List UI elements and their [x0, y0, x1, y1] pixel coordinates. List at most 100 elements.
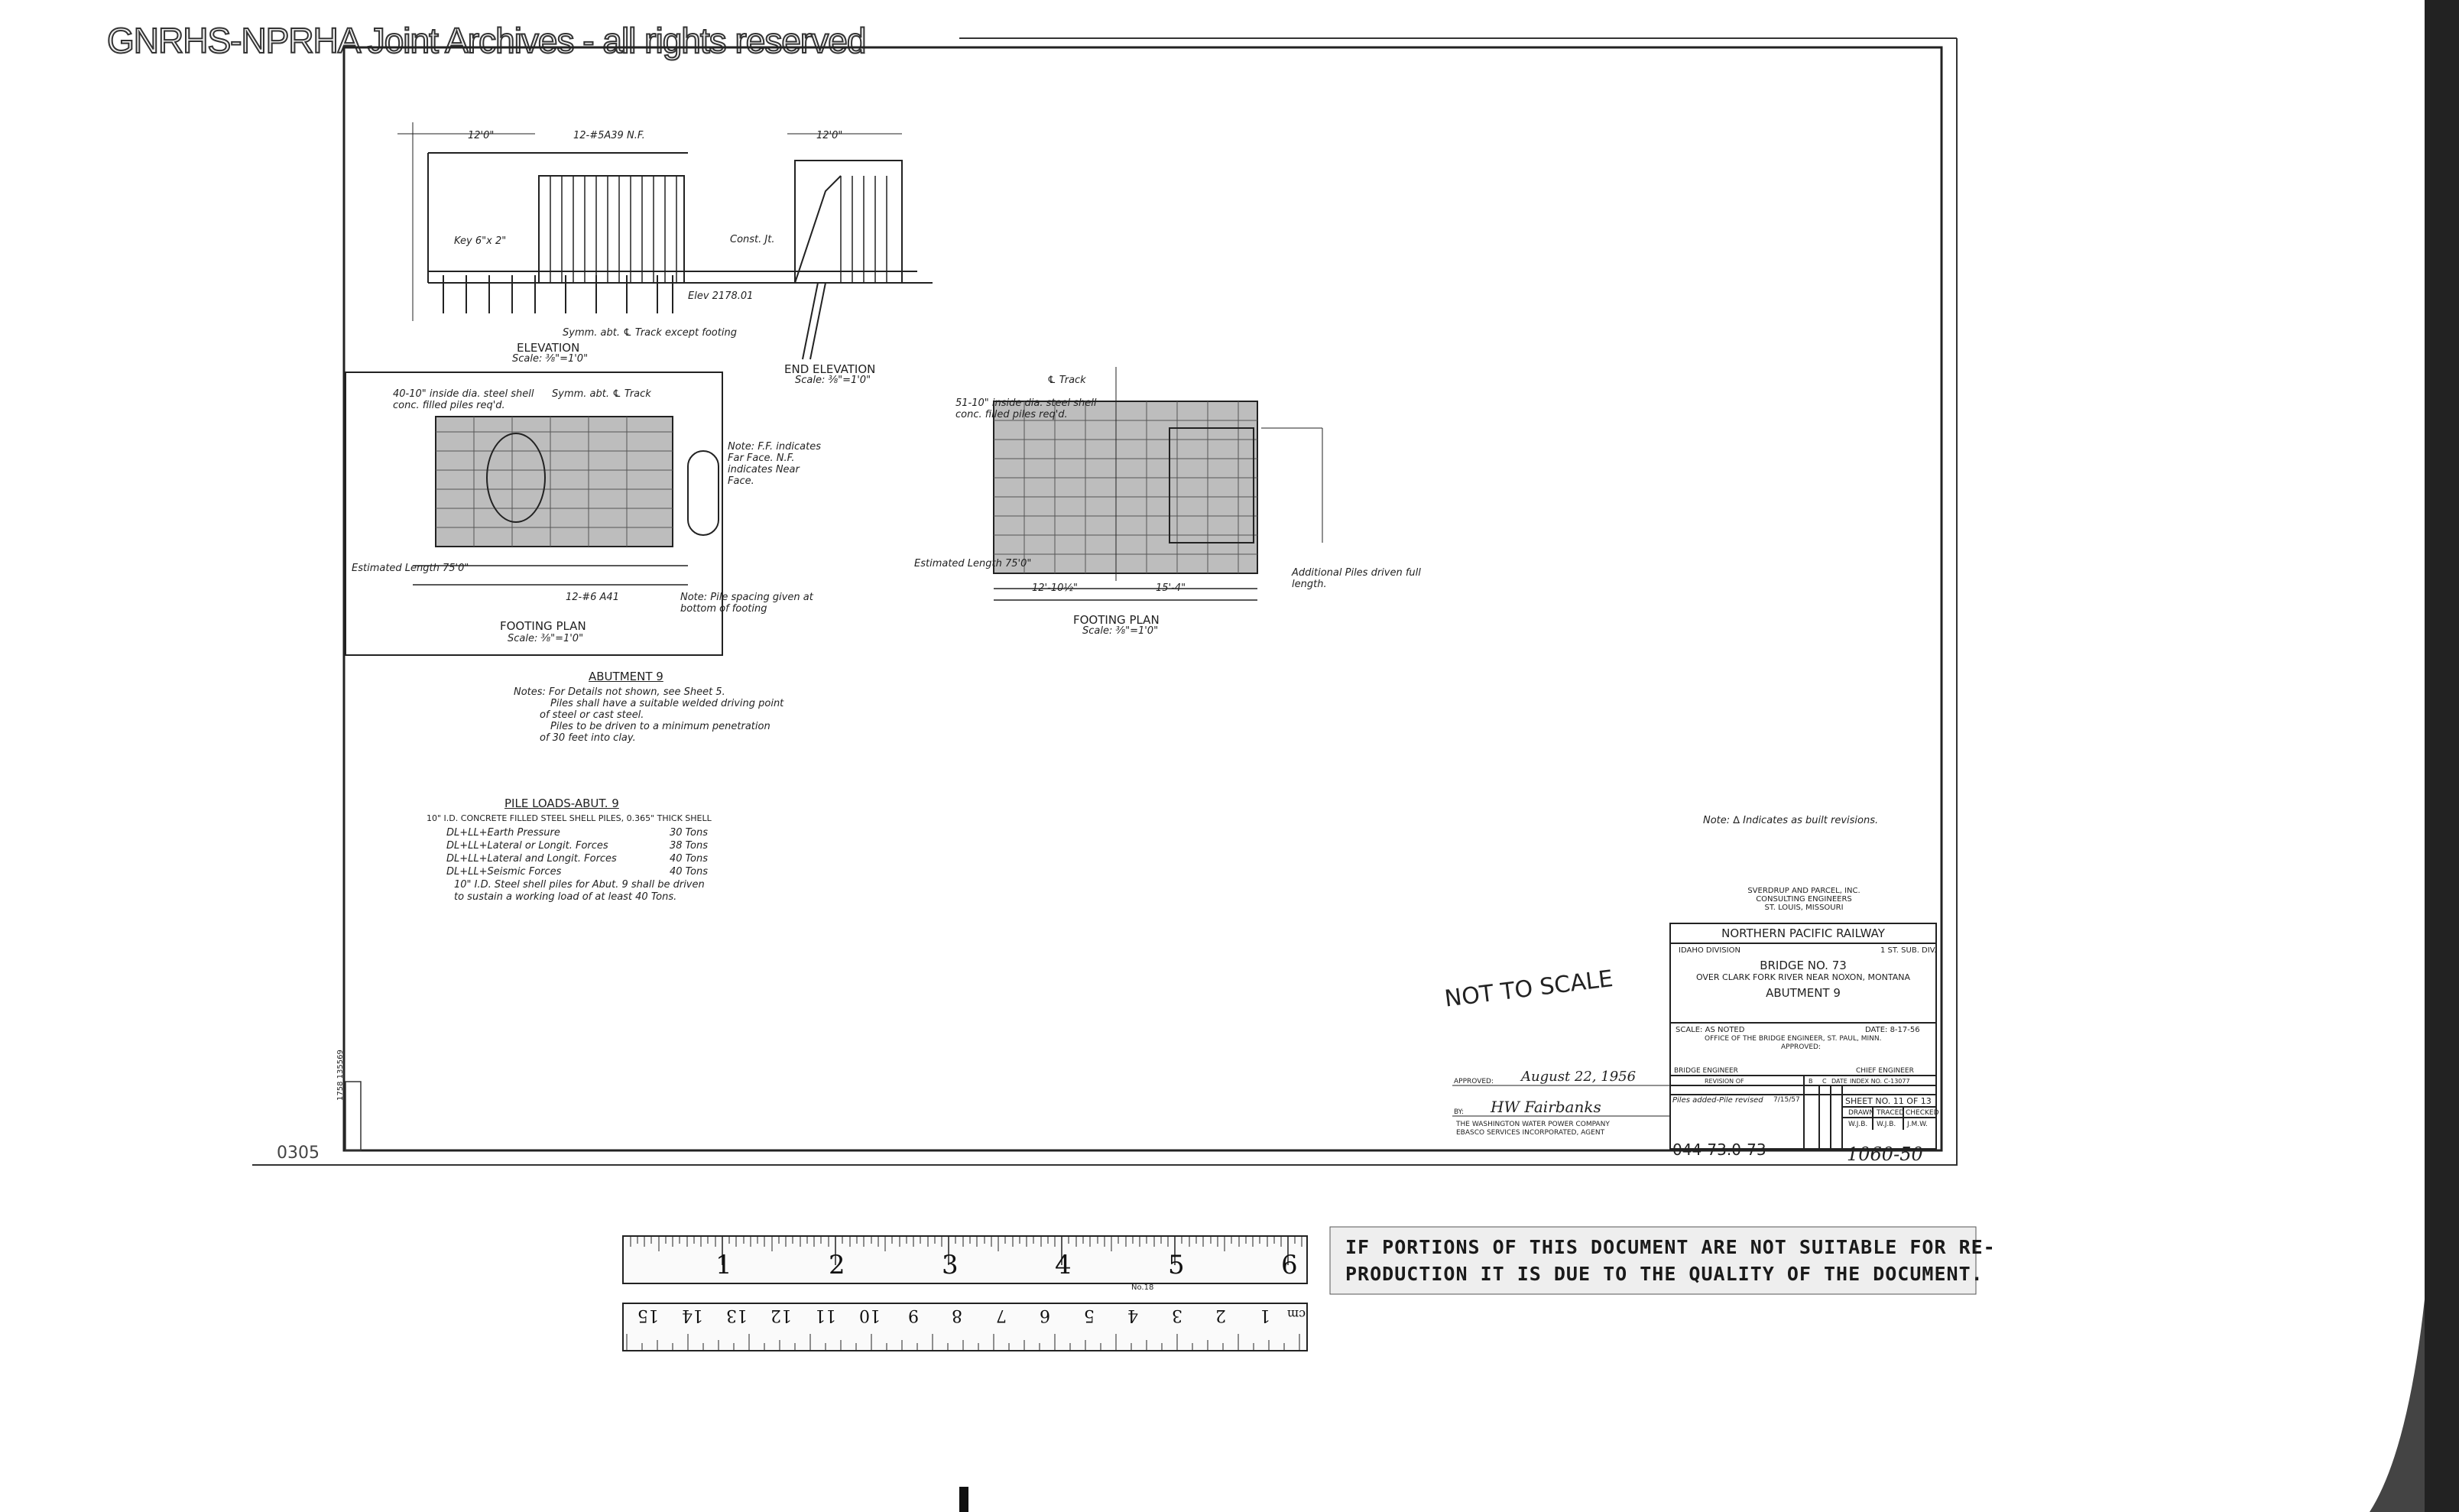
- dim-15-4: 15'-4": [1156, 582, 1186, 594]
- revision-date: 7/15/57: [1773, 1096, 1800, 1104]
- pile-load-case: DL+LL+Lateral or Longit. Forces: [446, 840, 608, 852]
- drawing-number: 044-73.0-73: [1672, 1140, 1766, 1159]
- traced-by: W.J.B.: [1877, 1121, 1896, 1128]
- footing-plan-left-scale: Scale: ⅜"=1'0": [508, 633, 584, 644]
- elev-label: Elev 2178.01: [688, 290, 754, 302]
- ruler-model: No.18: [1131, 1283, 1154, 1292]
- pile-load-value: 30 Tons: [670, 827, 708, 839]
- elevation-scale: Scale: ⅜"=1'0": [512, 353, 589, 365]
- revision-of-label: REVISION OF: [1705, 1078, 1744, 1085]
- scale-note: SCALE: AS NOTED: [1676, 1026, 1745, 1034]
- track-label: ℄ Track: [1047, 375, 1086, 386]
- end-elevation-title: END ELEVATION: [784, 362, 876, 376]
- drawn-label: DRAWN: [1848, 1109, 1875, 1117]
- margin-code: 0305: [277, 1144, 320, 1163]
- ruler-cm-mark: 10: [859, 1306, 881, 1325]
- quality-stamp-line: PRODUCTION IT IS DUE TO THE QUALITY OF T…: [1345, 1263, 1984, 1285]
- abutment-note-line: Piles shall have a suitable welded drivi…: [550, 698, 784, 709]
- column-c: C: [1822, 1078, 1827, 1085]
- signature: HW Fairbanks: [1491, 1098, 1601, 1116]
- ruler-cm-mark: 12: [770, 1306, 792, 1325]
- abutment-note-line: of steel or cast steel.: [540, 709, 644, 721]
- estimated-length-left: Estimated Length 75'0": [352, 563, 469, 574]
- ruler-cm-mark: 5: [1084, 1306, 1095, 1325]
- column-date: DATE: [1831, 1078, 1847, 1085]
- approval-label: APPROVED:: [1454, 1078, 1494, 1085]
- ruler-cm-mark: 2: [1215, 1306, 1226, 1325]
- ruler-cm-mark: 11: [815, 1306, 836, 1325]
- ruler-cm-mark: 13: [726, 1306, 748, 1325]
- ruler-cm-mark: 3: [1172, 1306, 1182, 1325]
- company-line: THE WASHINGTON WATER POWER COMPANY: [1456, 1121, 1610, 1128]
- key-label: Key 6"x 2": [454, 235, 507, 247]
- footing-plan-left: [345, 372, 723, 656]
- estimated-length-right: Estimated Length 75'0": [914, 558, 1032, 569]
- by-label: BY:: [1454, 1108, 1465, 1116]
- structure-name: ABUTMENT 9: [1766, 986, 1841, 1000]
- footing-plan-left-title: FOOTING PLAN: [500, 619, 586, 633]
- footing-plan-right-scale: Scale: ⅜"=1'0": [1082, 625, 1159, 637]
- outer-border: [342, 46, 1943, 1152]
- additional-piles-note: Additional Piles driven full length.: [1292, 567, 1421, 590]
- pile-load-case: DL+LL+Lateral and Longit. Forces: [446, 853, 617, 865]
- end-elevation-scale: Scale: ⅜"=1'0": [795, 375, 871, 386]
- ruler-cm-mark: 6: [1040, 1306, 1050, 1325]
- division-label: IDAHO DIVISION: [1679, 946, 1740, 955]
- pile-load-value: 40 Tons: [670, 853, 708, 865]
- title-block-frame: [1452, 923, 1937, 1150]
- abutment-title: ABUTMENT 9: [589, 670, 663, 683]
- ruler-inch-mark: 6: [1281, 1250, 1298, 1280]
- end-dim-label: 12'0": [816, 130, 843, 141]
- pile-spacing-note: Note: Pile spacing given at bottom of fo…: [680, 592, 813, 615]
- pile-load-case: DL+LL+Earth Pressure: [446, 827, 560, 839]
- piles-note: 40-10" inside dia. steel shell conc. fil…: [393, 388, 534, 411]
- footing-plan-right: [993, 367, 1323, 601]
- pile-load-case: DL+LL+Seismic Forces: [446, 866, 562, 878]
- file-number: 1060-50: [1847, 1144, 1923, 1165]
- ruler-cm-mark: 8: [952, 1306, 962, 1325]
- company-line: EBASCO SERVICES INCORPORATED, AGENT: [1456, 1129, 1605, 1137]
- symm-track-label: Symm. abt. ℄ Track: [552, 388, 651, 400]
- pile-loads-subtitle: 10" I.D. CONCRETE FILLED STEEL SHELL PIL…: [427, 813, 712, 823]
- scan-edge-right: [2425, 0, 2459, 1512]
- checked-by: J.M.W.: [1907, 1121, 1928, 1128]
- dim-label: 12'0": [468, 130, 495, 141]
- ruler-inch-mark: 3: [942, 1250, 959, 1280]
- traced-label: TRACED: [1877, 1109, 1905, 1117]
- ruler: [622, 1235, 1308, 1351]
- railway-name: NORTHERN PACIFIC RAILWAY: [1721, 926, 1885, 940]
- bars-a41-label: 12-#6 A41: [566, 592, 619, 603]
- ruler-inch-mark: 5: [1168, 1250, 1185, 1280]
- ruler-cm-mark: 15: [637, 1306, 659, 1325]
- pile-load-value: 40 Tons: [670, 866, 708, 878]
- bar-label: 12-#5A39 N.F.: [573, 130, 645, 141]
- sheet-number: SHEET NO. 11 OF 13: [1845, 1096, 1932, 1106]
- ruler-cm-mark: 9: [908, 1306, 919, 1325]
- pile-load-footer: 10" I.D. Steel shell piles for Abut. 9 s…: [454, 879, 705, 891]
- drawn-by: W.J.B.: [1848, 1121, 1868, 1128]
- abutment-note-line: Notes: For Details not shown, see Sheet …: [514, 686, 725, 698]
- chief-engineer-label: CHIEF ENGINEER: [1856, 1067, 1914, 1075]
- const-jt-label: Const. Jt.: [730, 234, 775, 245]
- pile-load-footer: to sustain a working load of at least 40…: [454, 891, 677, 903]
- ruler-inch-mark: 1: [715, 1250, 732, 1280]
- revision-entry: Piles added-Pile revised: [1672, 1096, 1763, 1105]
- ruler-cm-mark: 14: [682, 1306, 703, 1325]
- scan-mark: [959, 1487, 968, 1512]
- drawing-date: DATE: 8-17-56: [1865, 1026, 1920, 1034]
- elevation-drawing: [397, 122, 917, 321]
- revision-note: Note: ∆ Indicates as built revisions.: [1703, 815, 1879, 826]
- bridge-number: BRIDGE NO. 73: [1760, 959, 1847, 972]
- piles-right-note: 51-10" inside dia. steel shell conc. fil…: [955, 397, 1097, 420]
- office-label: OFFICE OF THE BRIDGE ENGINEER, ST. PAUL,…: [1705, 1035, 1882, 1043]
- pile-loads-title: PILE LOADS-ABUT. 9: [504, 797, 619, 810]
- ruler-cm-mark: 7: [996, 1306, 1007, 1325]
- bridge-location: OVER CLARK FORK RIVER NEAR NOXON, MONTAN…: [1695, 972, 1911, 982]
- scan-edge-corner: [2370, 1299, 2425, 1512]
- ruler-inch-mark: 2: [829, 1250, 845, 1280]
- approved-label: APPROVED:: [1781, 1043, 1821, 1051]
- abutment-note-line: of 30 feet into clay.: [540, 732, 636, 744]
- consultant-line: ST. LOUIS, MISSOURI: [1764, 904, 1844, 912]
- ruler-cm-unit: cm: [1287, 1307, 1306, 1322]
- quality-stamp-box: [1329, 1226, 1977, 1295]
